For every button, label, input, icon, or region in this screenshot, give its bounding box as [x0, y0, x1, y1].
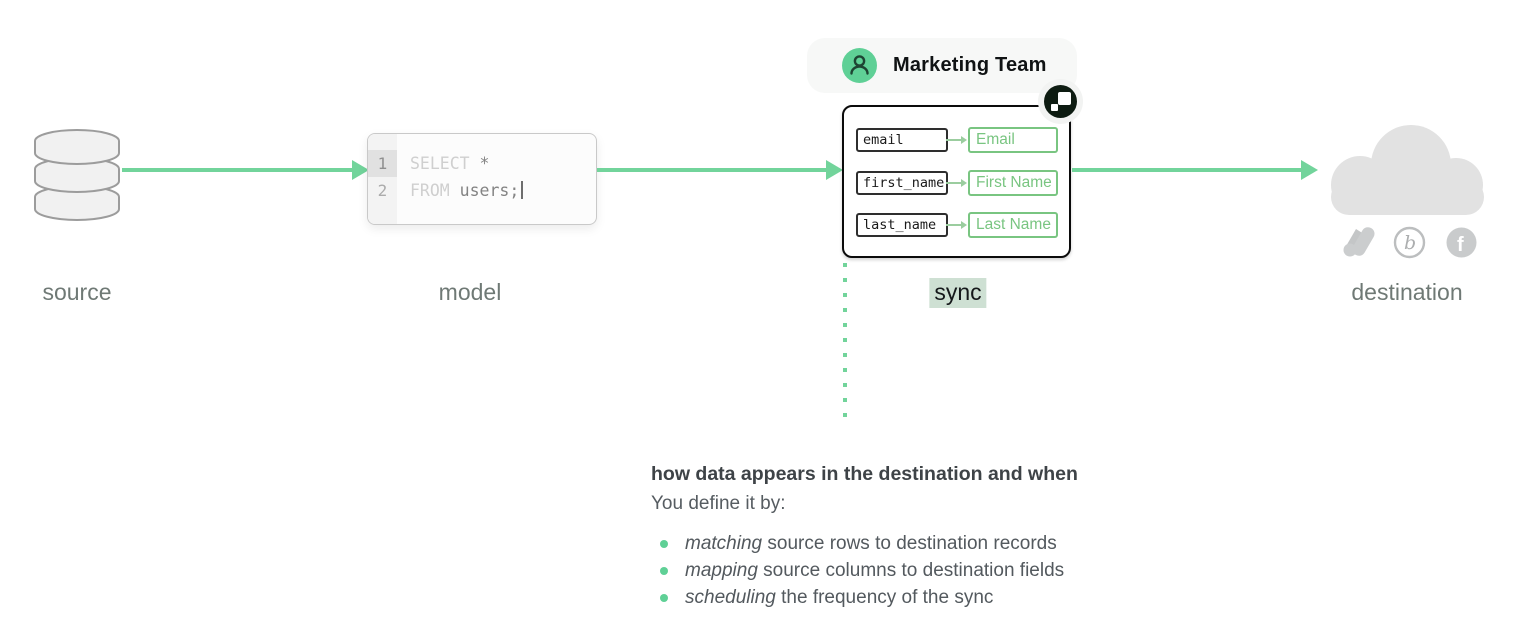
destination-field: First Name — [968, 170, 1058, 196]
explainer-intro: You define it by: — [651, 493, 786, 514]
mapping-arrowhead — [961, 179, 967, 187]
facebook-letter: f — [1457, 234, 1464, 256]
text-cursor — [521, 181, 524, 199]
bullet-rest: source columns to destination fields — [757, 560, 1065, 581]
list-item: matching source rows to destination reco… — [651, 533, 1211, 555]
destination-field: Last Name — [968, 212, 1058, 238]
mapping-arrow — [946, 182, 963, 184]
destination-label: destination — [1351, 279, 1463, 305]
sql-code-text: users; — [449, 181, 520, 200]
explainer-block: how data appears in the destination and … — [651, 463, 1211, 614]
line-number: 2 — [377, 181, 388, 200]
mapping-arrowhead — [961, 136, 967, 144]
bullet-icon — [660, 567, 668, 575]
mapping-arrow — [946, 139, 963, 141]
dotted-connector — [843, 263, 847, 426]
sql-keyword: FROM — [410, 181, 450, 200]
arrow-source-to-model — [122, 168, 353, 172]
bullet-rest: source rows to destination records — [762, 533, 1057, 554]
sql-editor: 1 2 SELECT * FROM users; — [367, 133, 597, 225]
arrowhead-model-to-sync — [826, 160, 843, 180]
list-item: scheduling the frequency of the sync — [651, 587, 1211, 609]
sync-mapping-card: email Email first_name First Name last_n… — [842, 105, 1071, 258]
logo-square-small — [1051, 104, 1058, 111]
sql-code-text: * — [469, 154, 490, 173]
sync-label: sync — [929, 278, 987, 308]
mapping-arrowhead — [961, 221, 967, 229]
hightouch-logo-icon — [1044, 85, 1077, 118]
google-ads-icon — [1343, 227, 1375, 257]
explainer-list: matching source rows to destination reco… — [651, 533, 1211, 609]
badge-halo — [1038, 79, 1083, 124]
cloud-icon — [1331, 125, 1484, 215]
bullet-icon — [660, 540, 668, 548]
sql-code: SELECT * FROM users; — [397, 134, 524, 224]
arrowhead-sync-to-destination — [1301, 160, 1318, 180]
source-field: first_name — [856, 171, 948, 195]
braze-icon: b — [1393, 226, 1426, 259]
source-field: last_name — [856, 213, 948, 237]
logo-square-large — [1058, 92, 1071, 105]
sync-label-highlight: sync — [929, 278, 987, 308]
source-label: source — [42, 279, 112, 305]
explainer-heading: how data appears in the destination and … — [651, 463, 1078, 485]
database-icon — [34, 129, 120, 221]
destination-field: Email — [968, 127, 1058, 153]
facebook-icon: f — [1446, 227, 1477, 258]
team-pill: Marketing Team — [807, 38, 1077, 93]
line-number-gutter: 1 2 — [368, 134, 397, 224]
arrowhead-source-to-model — [352, 160, 369, 180]
user-icon — [850, 55, 869, 75]
bullet-lead: scheduling — [685, 587, 776, 608]
sql-keyword: SELECT — [410, 154, 470, 173]
model-label: model — [438, 279, 502, 305]
arrow-model-to-sync — [597, 168, 827, 172]
avatar — [842, 48, 877, 83]
list-item: mapping source columns to destination fi… — [651, 560, 1211, 582]
bullet-icon — [660, 594, 668, 602]
bullet-rest: the frequency of the sync — [775, 587, 994, 608]
bullet-lead: matching — [685, 533, 763, 554]
arrow-sync-to-destination — [1072, 168, 1302, 172]
mapping-arrow — [946, 224, 963, 226]
team-name: Marketing Team — [893, 54, 1047, 76]
braze-letter: b — [1404, 232, 1416, 254]
bullet-lead: mapping — [685, 560, 758, 581]
source-field: email — [856, 128, 948, 152]
line-number: 1 — [368, 150, 397, 177]
